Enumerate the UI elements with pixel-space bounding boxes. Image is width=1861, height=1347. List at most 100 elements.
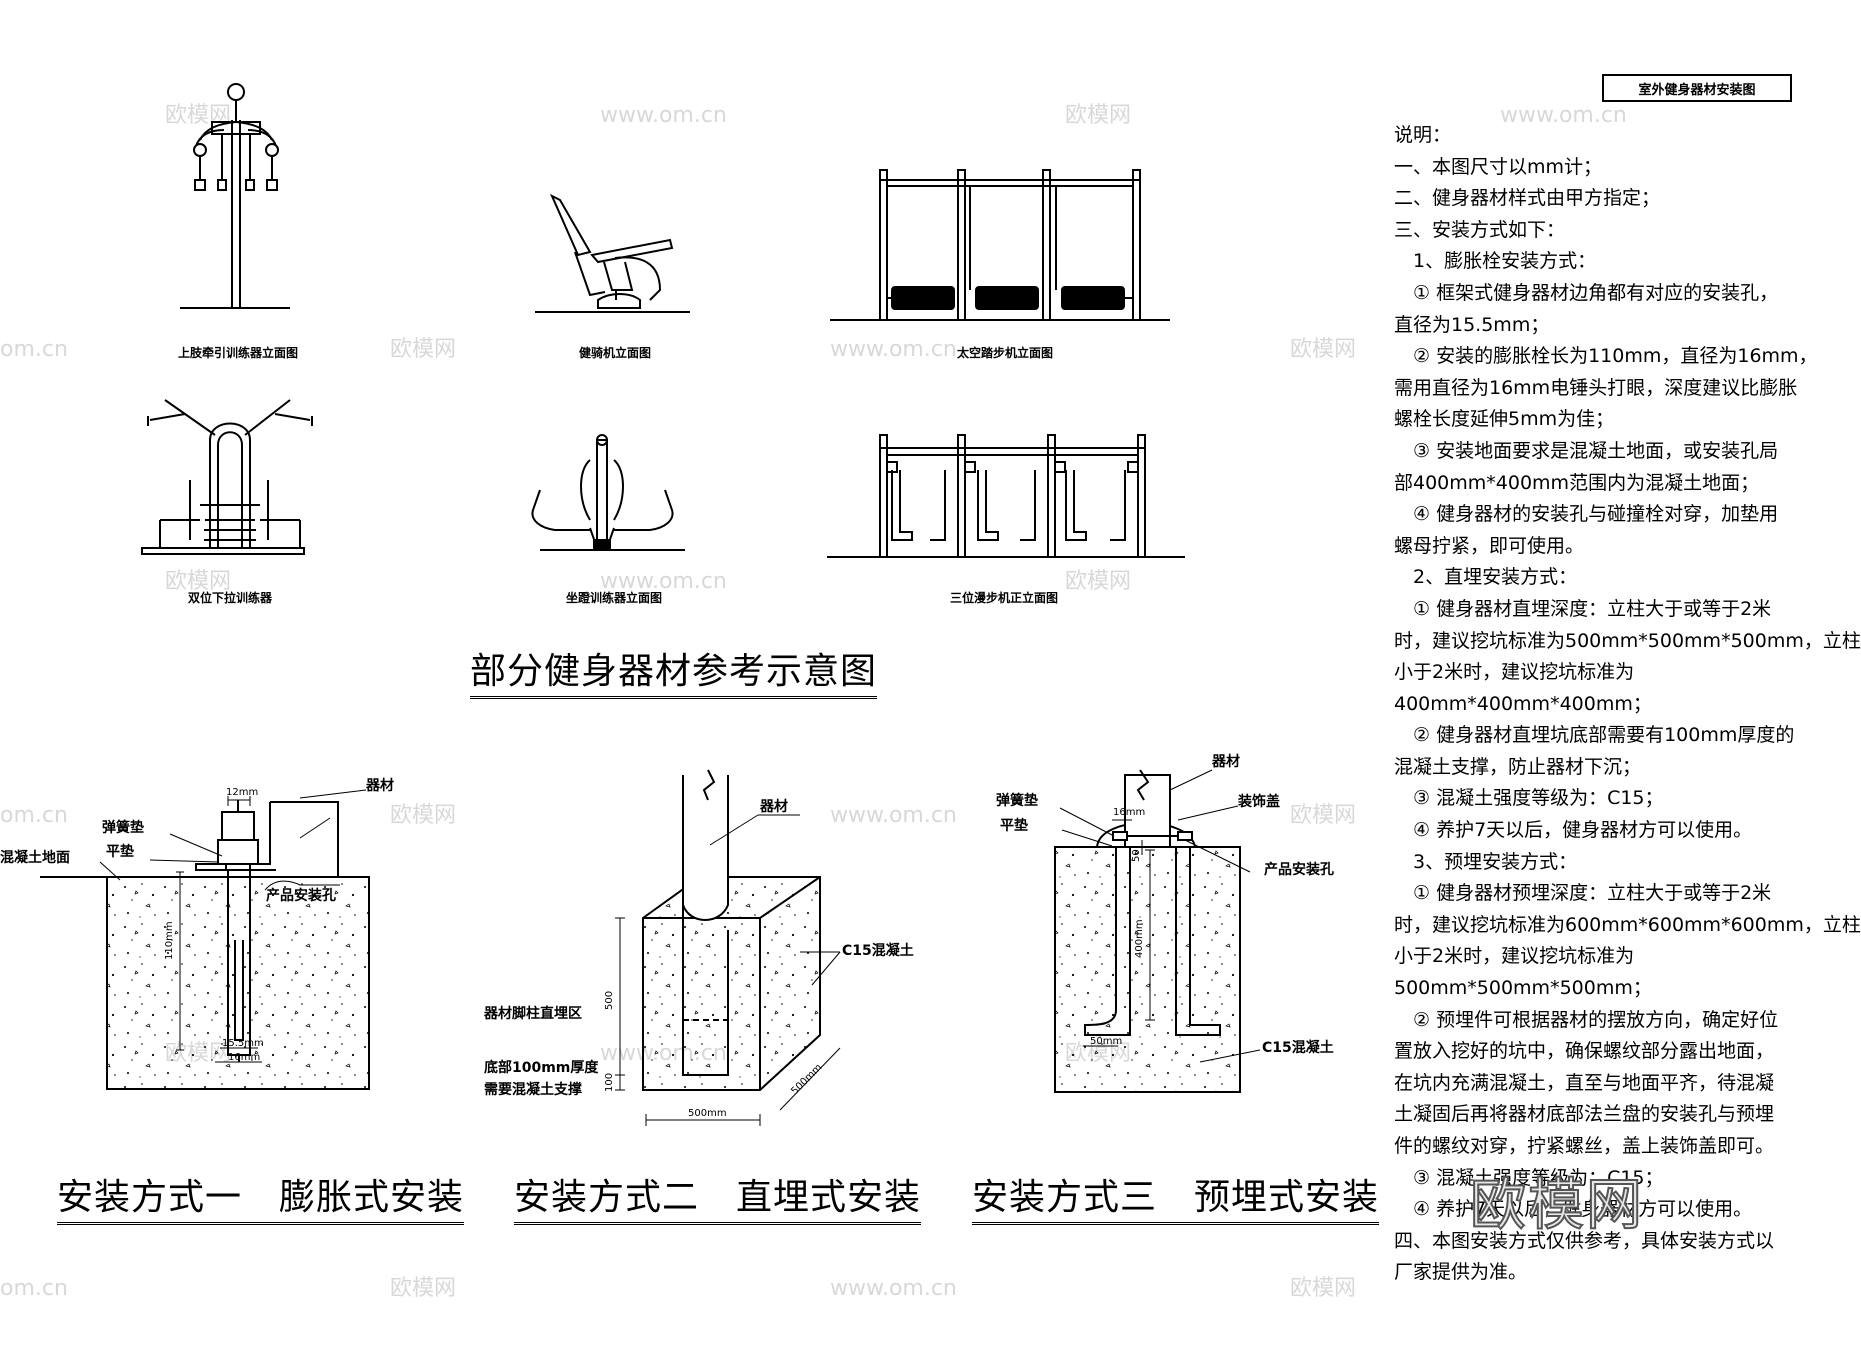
note-line: 2、直埋安装方式： — [1394, 566, 1578, 589]
method3-label-cover: 装饰盖 — [1237, 793, 1280, 810]
method3-label-spring-washer: 弹簧垫 — [996, 792, 1038, 809]
watermarks: 欧模网 www.om.cn 欧模网 www.om.cn om.cn 欧模网 ww… — [0, 103, 1627, 1301]
note-line: ④ 养护7天以后，健身器材方可以使用。 — [1394, 1198, 1753, 1221]
watermark: om.cn — [0, 803, 68, 828]
method3-dim-gap: 50 — [1131, 849, 1142, 862]
watermark-logo: 欧模网 — [1469, 1172, 1644, 1239]
method1-dim-hole: 15.5mm — [222, 1038, 264, 1049]
double-pulldown-trainer-drawing — [141, 399, 313, 555]
method1-dim-bolt: 16mm — [228, 1052, 260, 1063]
method2-label-base1: 底部100mm厚度 — [484, 1059, 599, 1076]
method2-title: 安装方式二 直埋式安装 — [514, 1168, 922, 1225]
cad-drawing-sheet: 欧模网 www.om.cn 欧模网 www.om.cn om.cn 欧模网 ww… — [0, 83, 1627, 1301]
note-line: 置放入挖好的坑中，确保螺纹部分露出地面， — [1394, 1040, 1775, 1063]
method1-dim-top: 12mm — [226, 787, 258, 798]
note-line: ② 预埋件可根据器材的摆放方向，确定好位 — [1394, 1008, 1779, 1031]
note-line: ① 框架式健身器材边角都有对应的安装孔， — [1394, 281, 1779, 304]
note-line: ③ 混凝土强度等级为：C15； — [1394, 1166, 1664, 1189]
method2-label-equipment: 器材 — [759, 798, 788, 815]
notes-panel: 说明：一、本图尺寸以mm计；二、健身器材样式由甲方指定；三、安装方式如下： 1、… — [1394, 120, 1861, 1289]
method1-title: 安装方式一 膨胀式安装 — [57, 1168, 465, 1225]
method2-dim-height: 500 — [604, 991, 615, 1010]
method1-dim-depth: 110mm — [164, 921, 175, 960]
note-line: ② 健身器材直埋坑底部需要有100mm厚度的 — [1394, 724, 1795, 747]
seated-push-trainer-drawing — [531, 434, 685, 551]
equipment-caption: 健骑机立面图 — [578, 346, 652, 360]
riding-machine-drawing — [535, 193, 690, 313]
method2-dim-width: 500mm — [688, 1108, 727, 1119]
note-line: ③ 混凝土强度等级为：C15； — [1394, 787, 1664, 810]
watermark: 欧模网 — [165, 569, 231, 594]
note-line: 1、膨胀栓安装方式： — [1394, 250, 1597, 273]
note-line: ② 安装的膨胀栓长为110mm，直径为16mm， — [1394, 345, 1818, 368]
note-line: 一、本图尺寸以mm计； — [1394, 155, 1603, 178]
note-line: 在坑内充满混凝土，直至与地面平齐，待混凝 — [1394, 1071, 1775, 1094]
section-heading: 部分健身器材参考示意图 — [470, 642, 878, 699]
method2-dim-base: 100 — [604, 1073, 615, 1092]
upper-limb-trainer-drawing — [180, 83, 290, 309]
note-line: 四、本图安装方式仅供参考，具体安装方式以 — [1394, 1229, 1775, 1252]
note-line: 时，建议挖坑标准为500mm*500mm*500mm，立柱 — [1394, 629, 1861, 652]
watermark: 欧模网 — [1290, 803, 1356, 828]
equipment-caption: 三位漫步机正立面图 — [949, 591, 1059, 605]
note-line: ③ 安装地面要求是混凝土地面，或安装孔局 — [1394, 439, 1779, 462]
watermark: 欧模网 — [1290, 1276, 1356, 1301]
watermark: www.om.cn — [600, 103, 727, 128]
method3-dim-top: 16mm — [1113, 807, 1145, 818]
watermark: 欧模网 — [390, 337, 456, 362]
note-line: 件的螺纹对穿，拧紧螺丝，盖上装饰盖即可。 — [1394, 1135, 1775, 1157]
watermark: 欧模网 — [1065, 103, 1131, 128]
note-line: ④ 养护7天以后，健身器材方可以使用。 — [1394, 819, 1753, 842]
watermark: www.om.cn — [1500, 103, 1627, 128]
equipment-caption: 上肢牵引训练器立面图 — [177, 346, 299, 360]
note-line: 二、健身器材样式由甲方指定； — [1394, 187, 1661, 210]
method3-dim-depth: 400mm — [1134, 919, 1145, 958]
equipment-caption: 坐蹬训练器立面图 — [565, 591, 663, 605]
method3-label-concrete: C15混凝土 — [1262, 1039, 1334, 1056]
watermark: 欧模网 — [1065, 569, 1131, 594]
watermark: www.om.cn — [830, 1276, 957, 1301]
method3-section: 16mm 50 400mm 50mm 器材 弹簧垫 平垫 装饰盖 产品安装孔 C… — [996, 753, 1334, 1093]
method2-label-base2: 需要混凝土支撑 — [484, 1081, 582, 1098]
note-line: ① 健身器材预埋深度：立柱大于或等于2米 — [1394, 882, 1772, 905]
method1-section: 12mm 110mm 15.5mm 16mm 器材 弹簧垫 平垫 混凝土地面 产… — [0, 777, 394, 1090]
method2-label-concrete: C15混凝土 — [842, 942, 914, 959]
equipment-caption: 太空踏步机立面图 — [956, 346, 1054, 360]
method1-label-spring-washer: 弹簧垫 — [102, 819, 144, 836]
space-walker-drawing — [830, 169, 1170, 321]
equipment-caption: 双位下拉训练器 — [187, 591, 273, 605]
method3-label-equipment: 器材 — [1211, 753, 1240, 770]
note-line: 直径为15.5mm； — [1394, 313, 1550, 336]
note-line: 需用直径为16mm电锤头打眼，深度建议比膨胀 — [1394, 376, 1798, 399]
note-line: 螺母拧紧，即可使用。 — [1394, 534, 1585, 557]
watermark: www.om.cn — [830, 803, 957, 828]
watermark: www.om.cn — [830, 337, 957, 362]
method1-label-hole: 产品安装孔 — [266, 887, 336, 904]
note-line: 500mm*500mm*500mm； — [1394, 977, 1652, 1000]
watermark: www.om.cn — [600, 569, 727, 594]
method2-dim-depth: 500mm — [789, 1062, 824, 1097]
note-line: ① 健身器材直埋深度：立柱大于或等于2米 — [1394, 597, 1772, 620]
note-line: 土凝固后再将器材底部法兰盘的安装孔与预埋 — [1394, 1103, 1775, 1126]
title-block: 室外健身器材安装图 — [1602, 74, 1792, 102]
note-line: 3、预埋安装方式： — [1394, 850, 1578, 873]
method3-label-flat-washer: 平垫 — [1000, 817, 1028, 834]
note-line: 部400mm*400mm范围内为混凝土地面； — [1394, 471, 1760, 494]
method2-label-zone: 器材脚柱直埋区 — [483, 1005, 582, 1022]
watermark: om.cn — [0, 1276, 68, 1301]
method3-dim-bend: 50mm — [1090, 1036, 1122, 1047]
note-line: 小于2米时，建议挖坑标准为 — [1394, 661, 1635, 684]
method3-title: 安装方式三 预埋式安装 — [972, 1168, 1380, 1225]
note-line: 时，建议挖坑标准为600mm*600mm*600mm，立柱 — [1394, 913, 1861, 936]
note-line: 厂家提供为准。 — [1394, 1261, 1528, 1284]
method3-label-hole: 产品安装孔 — [1264, 861, 1334, 878]
method1-label-flat-washer: 平垫 — [106, 843, 134, 860]
note-line: 混凝土支撑，防止器材下沉； — [1394, 755, 1642, 778]
note-line: 三、安装方式如下： — [1394, 218, 1566, 241]
method1-label-equipment: 器材 — [365, 777, 394, 794]
watermark: 欧模网 — [390, 1276, 456, 1301]
note-line: ④ 健身器材的安装孔与碰撞栓对穿，加垫用 — [1394, 503, 1779, 526]
method2-section: 500 100 500mm 500mm 器材 C15混凝土 器材脚柱直埋区 底部… — [483, 769, 914, 1126]
triple-walker-drawing — [827, 434, 1185, 558]
note-line: 螺栓长度延伸5mm为佳； — [1394, 408, 1615, 431]
